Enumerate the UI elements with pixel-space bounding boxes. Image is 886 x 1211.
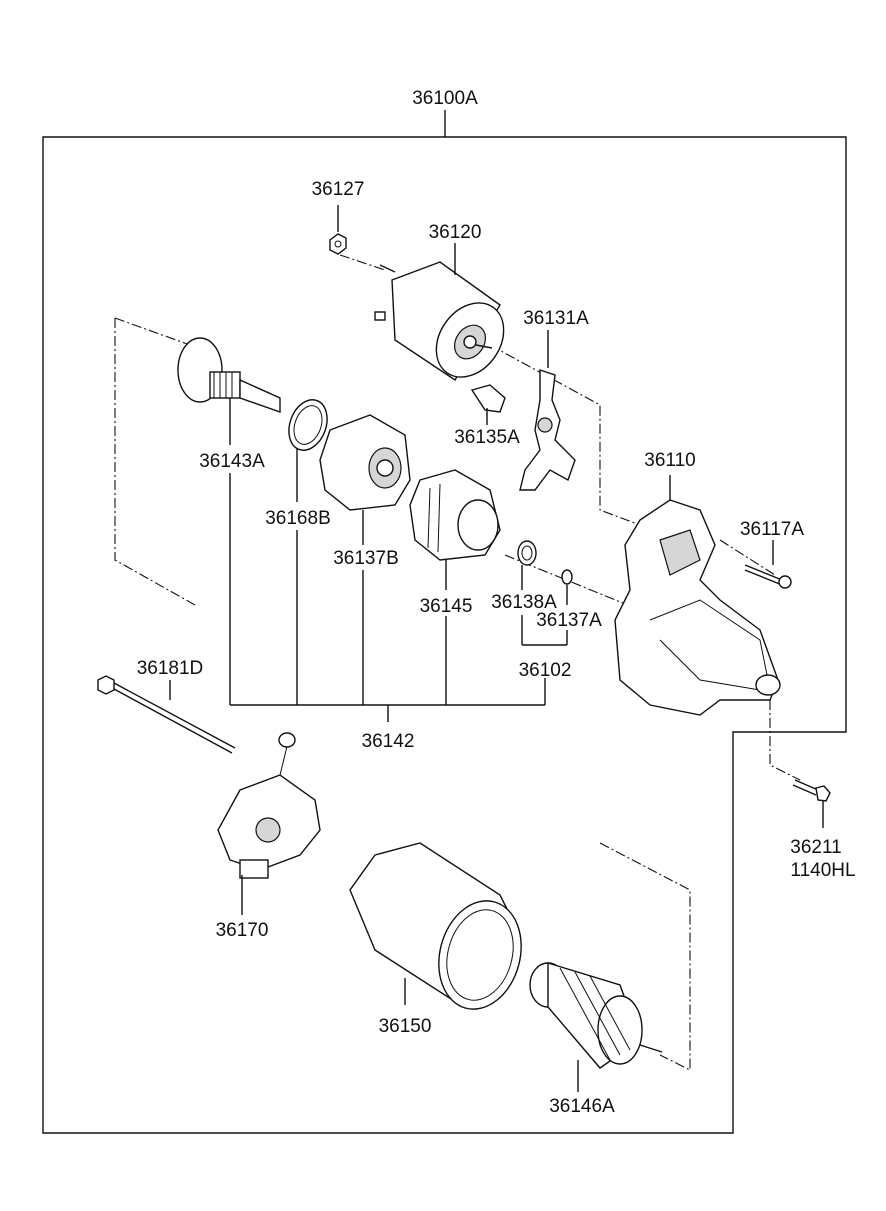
label-solenoid: 36120 [429,222,482,243]
armature [529,962,663,1069]
lever [519,369,576,491]
front-bracket [614,499,781,716]
label-brush-holder: 36170 [216,920,269,941]
label-yoke: 36150 [379,1016,432,1037]
label-front-bracket: 36110 [644,450,695,471]
overrunning-clutch [409,469,501,561]
gasket [288,399,328,451]
plunger-cap [470,384,506,413]
label-snap-ring: 36137A [536,610,602,631]
label-ring-set: 36102 [519,660,572,681]
through-bolt [97,675,236,754]
snap-ring [561,569,573,585]
assembly-boundary [42,136,847,1134]
label-plunger-cap: 36135A [454,427,520,448]
label-mount-bolt-a: 36211 [790,837,841,858]
gear-housing [319,414,411,511]
label-gear-housing: 36137B [333,548,399,569]
yoke [349,842,522,1010]
label-bracket-bolt: 36117A [740,519,804,540]
brush-holder [217,732,321,879]
leader-lines [169,205,824,1092]
label-through-bolt: 36181D [137,658,204,679]
bracket-bolt [744,564,792,589]
stop-ring [517,540,537,566]
solenoid [374,261,505,381]
label-pinion-shaft: 36143A [199,451,265,472]
label-overrunning-clutch: 36145 [420,596,473,617]
pinion-shaft [177,337,281,413]
label-solenoid-nut: 36127 [312,179,365,200]
label-stop-ring: 36138A [491,592,557,613]
label-armature: 36146A [549,1096,615,1117]
label-assembly: 36100A [412,88,478,109]
label-gasket: 36168B [265,508,331,529]
mount-bolt [792,779,831,802]
label-gear-set: 36142 [362,731,415,752]
solenoid-nut [329,233,347,255]
label-mount-bolt-b: 1140HL [790,860,855,881]
label-lever: 36131A [523,308,589,329]
